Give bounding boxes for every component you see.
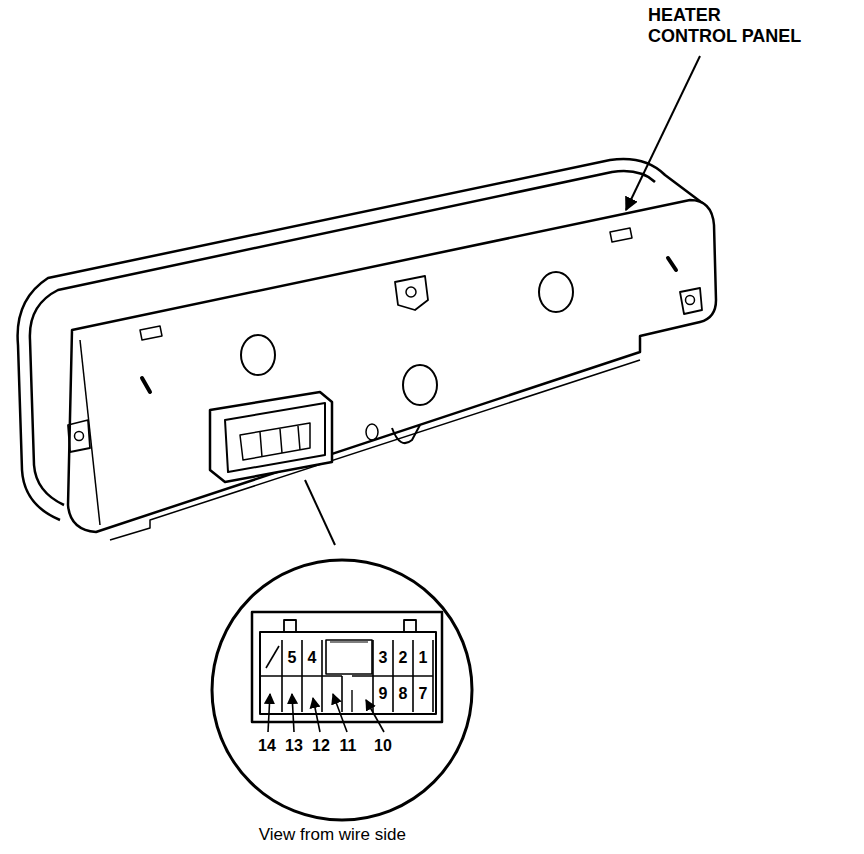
pin-number: 11 xyxy=(340,737,357,755)
pin-number: 12 xyxy=(312,737,330,755)
pin-number: 14 xyxy=(258,737,276,755)
pin-number: 13 xyxy=(285,737,303,755)
pin-number: 9 xyxy=(379,685,388,703)
pin-number: 3 xyxy=(379,649,388,667)
pin-number: 10 xyxy=(374,737,392,755)
pin-number: 1 xyxy=(419,649,428,667)
figure-caption: View from wire side xyxy=(259,825,406,845)
pin-number: 4 xyxy=(308,649,317,667)
pin-number: 8 xyxy=(399,685,408,703)
pin-number: 5 xyxy=(288,649,297,667)
pin-number: 7 xyxy=(419,685,428,703)
part-name: HEATER CONTROL PANEL xyxy=(648,5,810,46)
pin-number: 2 xyxy=(399,649,408,667)
